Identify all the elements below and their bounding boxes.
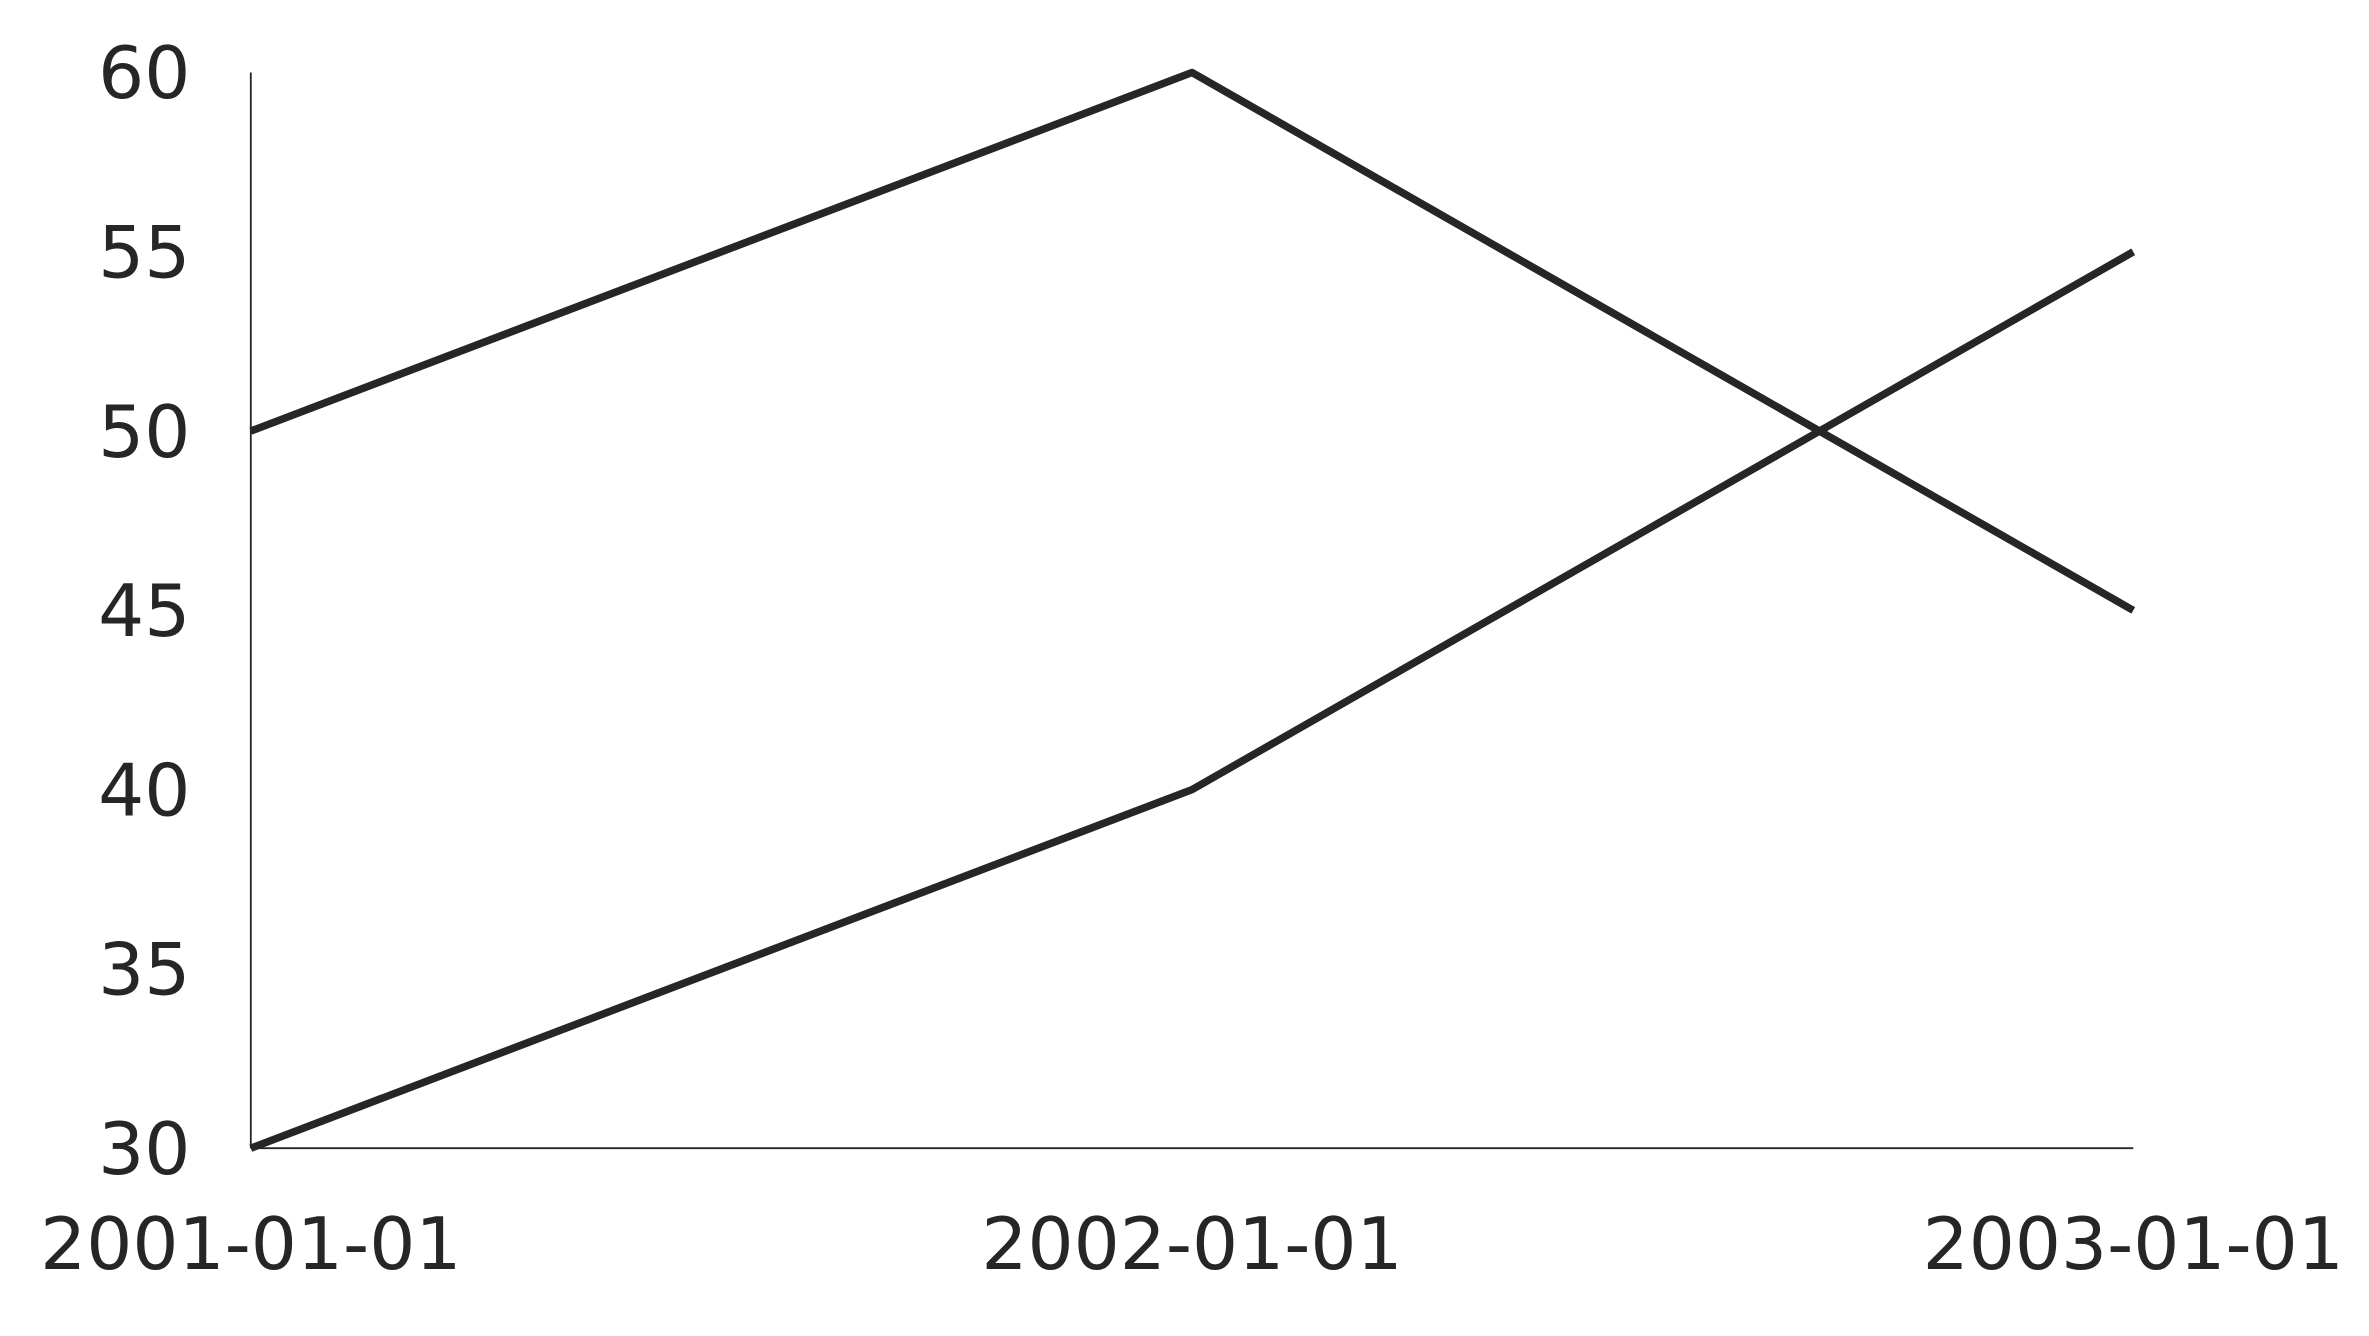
x-axis-tick-labels: 2001-01-01 2002-01-01 2003-01-01 [40,1203,2344,1287]
y-axis-tick-labels: 30 35 40 45 50 55 60 [98,32,190,1192]
x-tick-label: 2001-01-01 [40,1203,461,1287]
series-line-1 [249,68,2136,614]
series-lines [249,68,2136,1152]
x-tick-label: 2003-01-01 [1923,1203,2344,1287]
y-tick-label: 50 [98,391,190,475]
y-tick-label: 40 [98,749,190,833]
y-tick-label: 30 [98,1108,190,1192]
y-tick-label: 60 [98,32,190,116]
y-tick-label: 45 [98,570,190,654]
y-tick-label: 55 [98,211,190,295]
series-line-2 [249,248,2136,1152]
y-tick-label: 35 [98,929,190,1013]
x-tick-label: 2002-01-01 [981,1203,1402,1287]
